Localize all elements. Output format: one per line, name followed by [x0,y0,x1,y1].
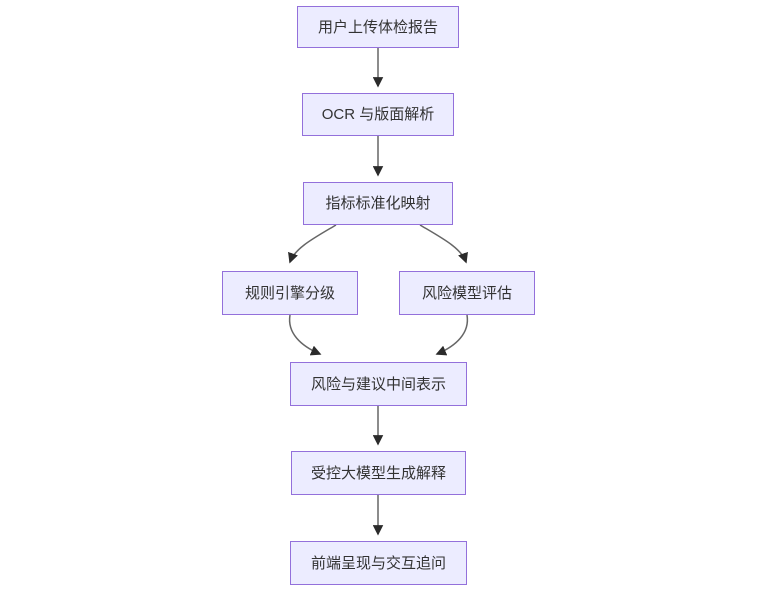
flow-node-rule-engine-grading: 规则引擎分级 [222,271,358,315]
flow-node-label: 指标标准化映射 [325,195,431,212]
flow-node-label: 受控大模型生成解释 [310,464,446,482]
flow-node-label: 规则引擎分级 [244,284,335,302]
flow-node-frontend-interaction: 前端呈现与交互追问 [290,541,467,585]
edge-mapping-to-rules [288,224,337,264]
flow-node-controlled-llm-explanation: 受控大模型生成解释 [291,451,466,495]
flow-node-label: 风险与建议中间表示 [310,375,446,393]
flow-node-risk-advice-intermediate: 风险与建议中间表示 [290,362,467,406]
edge-risk-to-intermediate [435,314,469,356]
flow-node-label: 用户上传体检报告 [317,18,438,36]
flow-node-ocr-layout-parsing: OCR 与版面解析 [302,93,454,136]
flow-node-indicator-normalization: 指标标准化映射 [303,182,453,225]
flow-node-label: 前端呈现与交互追问 [310,554,446,572]
flow-node-user-upload-report: 用户上传体检报告 [297,6,459,48]
flow-node-risk-model-evaluation: 风险模型评估 [399,271,535,315]
flow-node-label: OCR 与版面解析 [321,106,435,123]
flow-node-label: 风险模型评估 [421,284,512,302]
edge-rules-to-intermediate [288,314,322,356]
edge-mapping-to-risk [419,224,468,264]
